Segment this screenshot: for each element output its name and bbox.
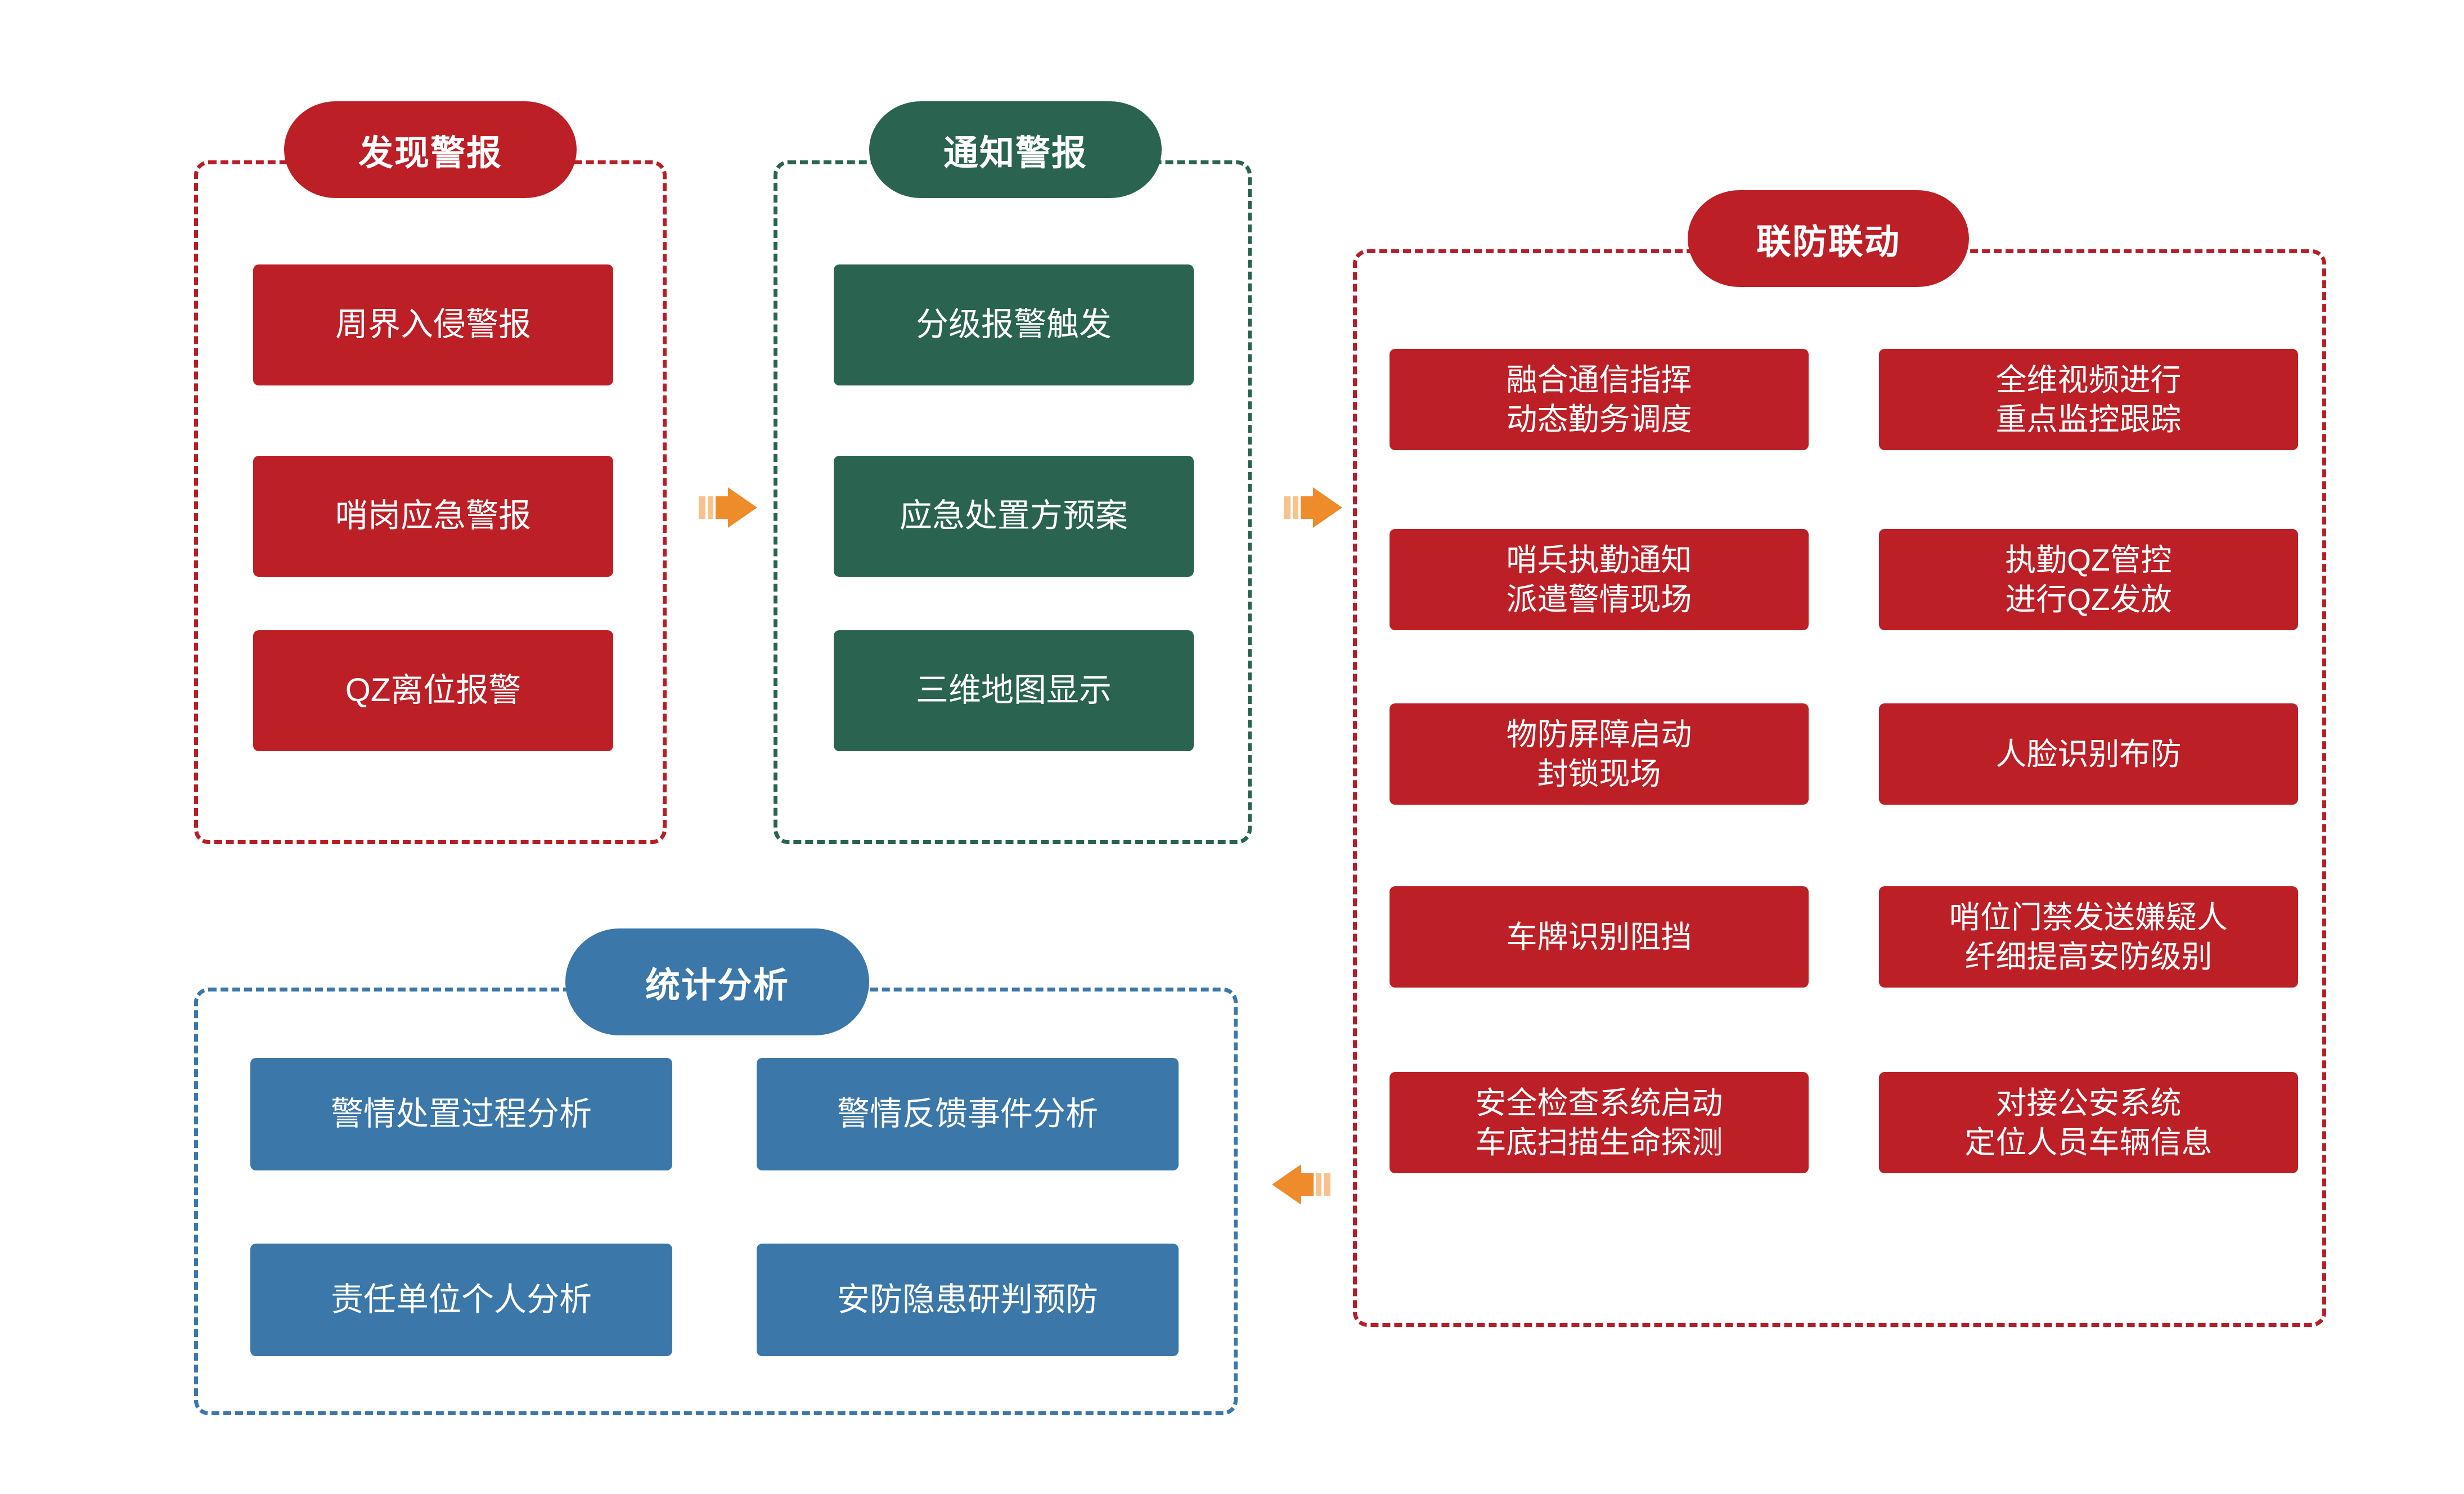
arrow-notify-to-joint-icon — [1284, 485, 1346, 530]
card-perimeter-intrusion-alarm[interactable]: 周界入侵警报 — [253, 264, 613, 385]
card-responsible-unit-person-analysis[interactable]: 责任单位个人分析 — [250, 1244, 672, 1356]
group-header-notify-alarm[interactable]: 通知警报 — [869, 101, 1162, 198]
card-emergency-response-plan[interactable]: 应急处置方预案 — [834, 456, 1194, 577]
group-header-discover-alarm[interactable]: 发现警报 — [284, 101, 577, 198]
card-security-risk-prevention[interactable]: 安防隐患研判预防 — [757, 1244, 1179, 1356]
card-physical-barrier-lockdown[interactable]: 物防屏障启动 封锁现场 — [1390, 703, 1809, 805]
card-sentry-duty-dispatch[interactable]: 哨兵执勤通知 派遣警情现场 — [1390, 529, 1809, 630]
card-duty-qz-control[interactable]: 执勤QZ管控 进行QZ发放 — [1879, 529, 2298, 630]
card-public-security-integration[interactable]: 对接公安系统 定位人员车辆信息 — [1879, 1072, 2298, 1173]
card-omni-video-tracking[interactable]: 全维视频进行 重点监控跟踪 — [1879, 349, 2298, 450]
arrow-discover-to-notify-icon — [699, 485, 761, 530]
card-qz-offpost-alarm[interactable]: QZ离位报警 — [253, 630, 613, 751]
card-fusion-comm-command[interactable]: 融合通信指挥 动态勤务调度 — [1390, 349, 1809, 450]
card-sentry-emergency-alarm[interactable]: 哨岗应急警报 — [253, 456, 613, 577]
group-header-statistics-analysis[interactable]: 统计分析 — [565, 928, 869, 1035]
card-plate-recognition-block[interactable]: 车牌识别阻挡 — [1390, 886, 1809, 988]
card-alarm-feedback-event-analysis[interactable]: 警情反馈事件分析 — [757, 1058, 1179, 1170]
card-face-recognition-defense[interactable]: 人脸识别布防 — [1879, 703, 2298, 805]
card-security-check-scan[interactable]: 安全检查系统启动 车底扫描生命探测 — [1390, 1072, 1809, 1173]
card-3d-map-display[interactable]: 三维地图显示 — [834, 630, 1194, 751]
arrow-joint-to-statistics-icon — [1269, 1162, 1330, 1207]
card-post-access-suspect-alert[interactable]: 哨位门禁发送嫌疑人 纤细提高安防级别 — [1879, 886, 2298, 988]
card-graded-alarm-trigger[interactable]: 分级报警触发 — [834, 264, 1194, 385]
card-alarm-handling-process-analysis[interactable]: 警情处置过程分析 — [250, 1058, 672, 1170]
group-header-joint-defense[interactable]: 联防联动 — [1688, 190, 1969, 287]
